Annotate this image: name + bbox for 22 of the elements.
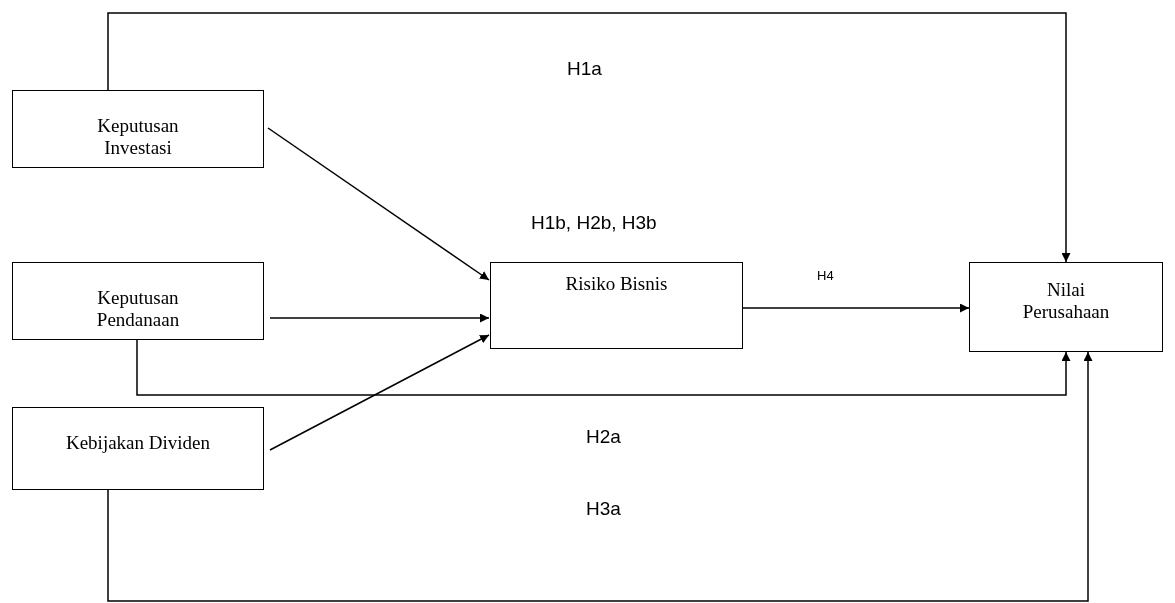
- box-label: Keputusan Investasi: [96, 115, 180, 159]
- variable-box: [12, 262, 264, 340]
- arrow: [269, 313, 490, 323]
- box-label: Risiko Bisnis: [564, 273, 669, 295]
- variable-box: [12, 407, 264, 490]
- arrow: [267, 127, 490, 281]
- hypothesis-label: H1a: [567, 58, 602, 80]
- box-label: Nilai Perusahaan: [1021, 279, 1111, 323]
- hypothesis-label: H2a: [586, 426, 621, 448]
- variable-box: [969, 262, 1163, 352]
- arrow: [136, 339, 1071, 396]
- variable-box: [490, 262, 743, 349]
- box-label: Kebijakan Dividen: [64, 432, 211, 454]
- arrow: [107, 351, 1093, 602]
- arrow: [107, 12, 1071, 263]
- box-label: Keputusan Pendanaan: [95, 287, 181, 331]
- hypothesis-label: H1b, H2b, H3b: [531, 212, 657, 234]
- hypothesis-label: H3a: [586, 498, 621, 520]
- arrow: [742, 303, 970, 313]
- hypothesis-label: H4: [817, 268, 834, 283]
- arrow: [269, 334, 490, 451]
- variable-box: [12, 90, 264, 168]
